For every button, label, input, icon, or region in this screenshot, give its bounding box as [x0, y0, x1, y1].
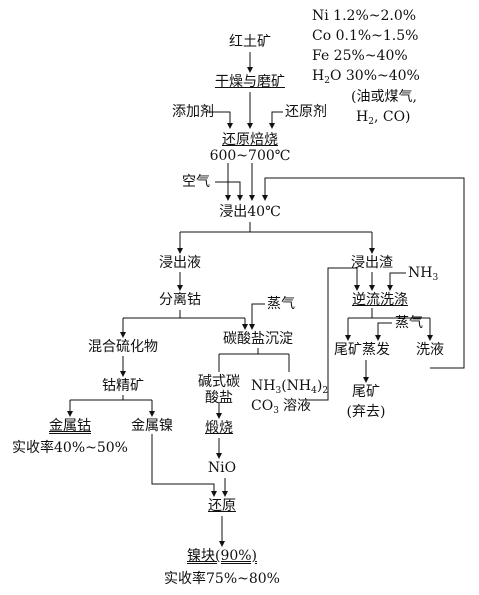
- fuel-note-line1: (油或煤气,: [351, 89, 417, 105]
- node-laterite: 红土矿: [229, 34, 271, 50]
- node-reduce: 还原: [208, 498, 236, 514]
- node-carbonate-precip: 碳酸盐沉淀: [223, 331, 293, 347]
- node-counter-wash: 逆流洗涤: [352, 292, 408, 308]
- node-nio: NiO: [207, 460, 237, 476]
- node-tailings: 尾矿: [352, 384, 380, 400]
- node-reductant: 还原剂: [285, 104, 327, 120]
- node-air: 空气: [182, 174, 210, 190]
- node-wash-liquor: 洗液: [416, 342, 444, 358]
- node-solution: 溶液: [283, 398, 311, 414]
- node-mixed-sulfide: 混合硫化物: [88, 339, 158, 355]
- node-calcine: 煅烧: [205, 420, 233, 436]
- node-tailings-evap: 尾矿蒸发: [334, 342, 390, 358]
- composition-co: Co 0.1%~1.5%: [312, 28, 419, 44]
- node-roast-temp: 600~700℃: [209, 148, 291, 164]
- composition-h2o: H2O 30%~40%: [312, 68, 420, 86]
- node-basic-carbonate-2: 酸盐: [205, 390, 233, 406]
- recovery-ni: 实收率75%~80%: [164, 571, 280, 587]
- node-metal-co: 金属钴: [49, 418, 91, 434]
- node-roast: 还原焙烧: [222, 132, 278, 148]
- arrow-solution-recycle: [307, 267, 360, 401]
- fuel-note-line2: H2, CO): [356, 109, 411, 127]
- node-dry-grind: 干燥与磨矿: [215, 74, 285, 90]
- arrow-nh3: [387, 272, 406, 291]
- node-leach: 浸出40℃: [219, 204, 281, 220]
- node-steam-carbonate: 蒸气: [267, 296, 295, 312]
- node-steam-wash: 蒸气: [395, 315, 423, 331]
- node-ni-block: 镍块(90%): [186, 548, 258, 564]
- arrow-metalni-to-reduce: [151, 434, 217, 497]
- recovery-co: 实收率40%~50%: [12, 440, 128, 456]
- composition-fe: Fe 25%~40%: [312, 48, 408, 64]
- arrow-steam-wash: [375, 322, 392, 341]
- node-additive: 添加剂: [172, 104, 214, 120]
- node-nh3: NH3: [408, 265, 439, 283]
- node-separate-co: 分离钴: [159, 292, 201, 308]
- node-basic-carbonate-1: 碱式碳: [198, 374, 240, 390]
- node-residue: 浸出渣: [351, 255, 393, 271]
- node-co-concentrate: 钴精矿: [102, 378, 144, 394]
- arrow-air: [215, 181, 243, 201]
- node-co3: CO3: [251, 398, 279, 416]
- node-nh-solution: NH3(NH4)2: [251, 378, 329, 396]
- node-discard: (弃去): [346, 404, 386, 420]
- composition-ni: Ni 1.2%~2.0%: [312, 8, 417, 24]
- arrow-additive: [204, 111, 233, 129]
- node-leachate: 浸出液: [159, 255, 201, 271]
- arrow-reductant: [269, 111, 283, 129]
- arrow-wash-recycle: [262, 177, 465, 369]
- node-metal-ni: 金属镍: [131, 418, 173, 434]
- arrow-steam-carb: [249, 303, 265, 330]
